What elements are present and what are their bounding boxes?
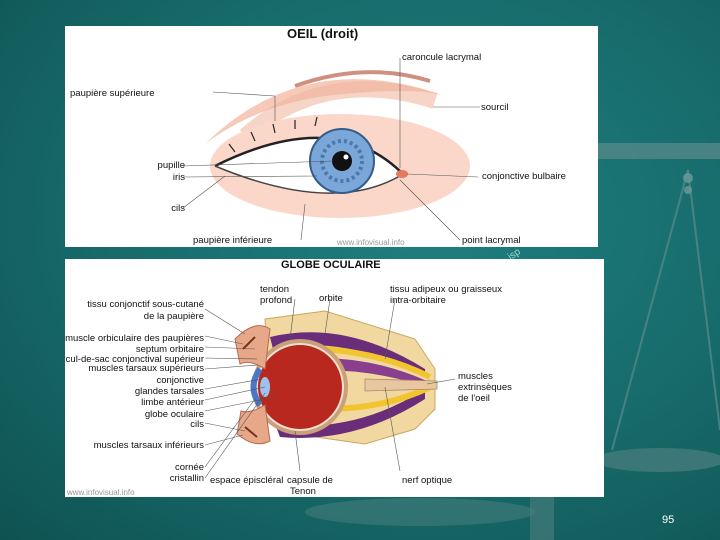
- label-cristallin: cristallin: [169, 473, 204, 484]
- label-capsule-tenon: Tenon: [290, 486, 316, 497]
- label-muscles-extrinseques: muscles: [458, 371, 493, 382]
- label-limbe: limbe antérieur: [141, 397, 204, 408]
- label-pupille: pupille: [157, 160, 185, 171]
- label-tendon-profond: profond: [260, 295, 293, 306]
- label-iris: iris: [172, 172, 185, 183]
- top-watermark: www.infovisual.info: [337, 238, 405, 247]
- bottom-watermark: www.infovisual.info: [67, 488, 135, 497]
- page-number: 95: [662, 514, 675, 526]
- label-orbite: orbite: [319, 293, 343, 304]
- eye-title: OEIL (droit): [287, 26, 359, 41]
- label-conjonctive: conjonctive: [156, 375, 204, 386]
- label-muscle-orbiculaire: muscle orbiculaire des paupières: [65, 333, 204, 344]
- label-nerf-optique: nerf optique: [402, 475, 453, 486]
- label-muscles-tarsaux-sup: muscles tarsaux supérieurs: [88, 363, 204, 374]
- label-espace-episcleral: espace épiscléral: [210, 475, 284, 486]
- label-muscles-tarsaux-inf: muscles tarsaux inférieurs: [93, 440, 204, 451]
- label-paupiere-superieure: paupière supérieure: [70, 88, 155, 99]
- label-muscles-extrinseques-2: extrinsèques: [458, 382, 512, 393]
- label-globe: globe oculaire: [144, 409, 204, 420]
- label-conjonctive-bulbaire: conjonctive bulbaire: [482, 171, 566, 182]
- label-caroncule: caroncule lacrymal: [402, 52, 482, 63]
- eye-exterior-diagram: OEIL (droit) caroncule lacrymal paupière…: [65, 26, 598, 247]
- label-capsule: capsule de: [287, 475, 333, 486]
- eyeball-cross-section-diagram: GLOBE OCULAIRE tendon profond orbite tis…: [65, 259, 604, 497]
- label-tendon: tendon: [260, 284, 290, 295]
- label-glandes-tarsales: glandes tarsales: [134, 386, 204, 397]
- label-cornee: cornée: [174, 462, 204, 473]
- label-paupiere-inferieure: paupière inférieure: [193, 235, 273, 246]
- label-septum: septum orbitaire: [135, 344, 204, 355]
- label-tissu-adipeux-2: intra-orbitaire: [390, 295, 446, 306]
- label-tissu-conjonctif: tissu conjonctif sous-cutané: [87, 299, 204, 310]
- label-sourcil: sourcil: [481, 102, 509, 113]
- label-cul-de-sac: cul-de-sac conjonctival supérieur: [65, 354, 204, 365]
- label-cils: cils: [171, 203, 185, 214]
- label-cils-section: cils: [190, 419, 204, 430]
- eyeball-cross-section-illustration: [204, 298, 456, 479]
- eye-exterior-illustration: [182, 58, 480, 241]
- label-tissu-adipeux: tissu adipeux ou graisseux: [390, 284, 502, 295]
- eyeball-title: GLOBE OCULAIRE: [281, 259, 381, 271]
- label-muscles-extrinseques-3: de l'oeil: [458, 393, 490, 404]
- label-point-lacrymal: point lacrymal: [462, 235, 521, 246]
- label-tissu-conjonctif-2: de la paupière: [143, 311, 204, 322]
